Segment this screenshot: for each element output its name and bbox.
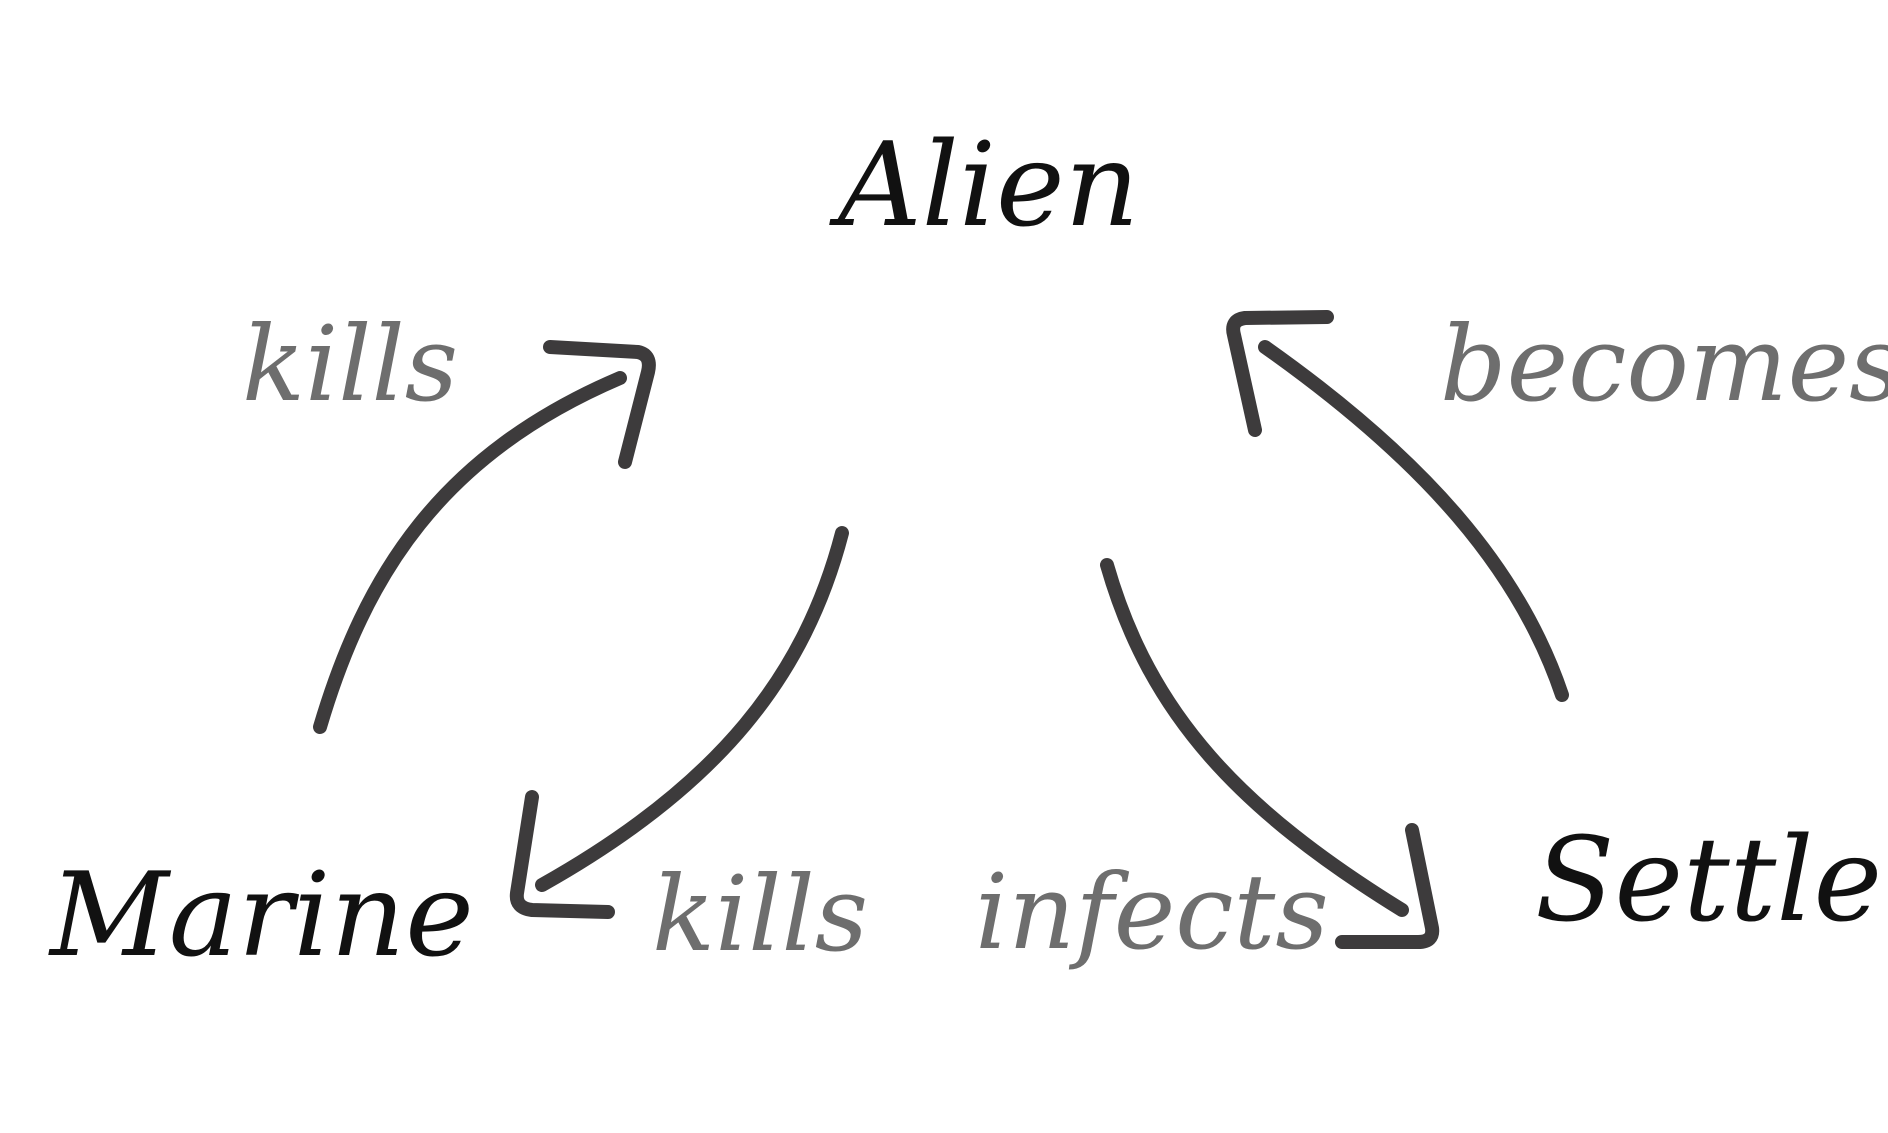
node-settler: Settler [1535,813,1888,948]
node-alien: Alien [829,118,1139,253]
arrow-alien-to-settler [1100,558,1440,949]
edge-label-alien-infects-settler: infects [975,851,1329,973]
edge-label-alien-kills-marine: kills [652,853,868,975]
edge-label-settler-becomes-alien: becomes [1440,303,1888,425]
arrow-settler-to-alien [1226,310,1569,702]
node-marine: Marine [48,848,474,983]
arrow-alien-to-marine [509,526,849,919]
arrow-marine-to-alien [313,340,656,734]
edge-label-marine-kills-alien: kills [242,303,458,425]
